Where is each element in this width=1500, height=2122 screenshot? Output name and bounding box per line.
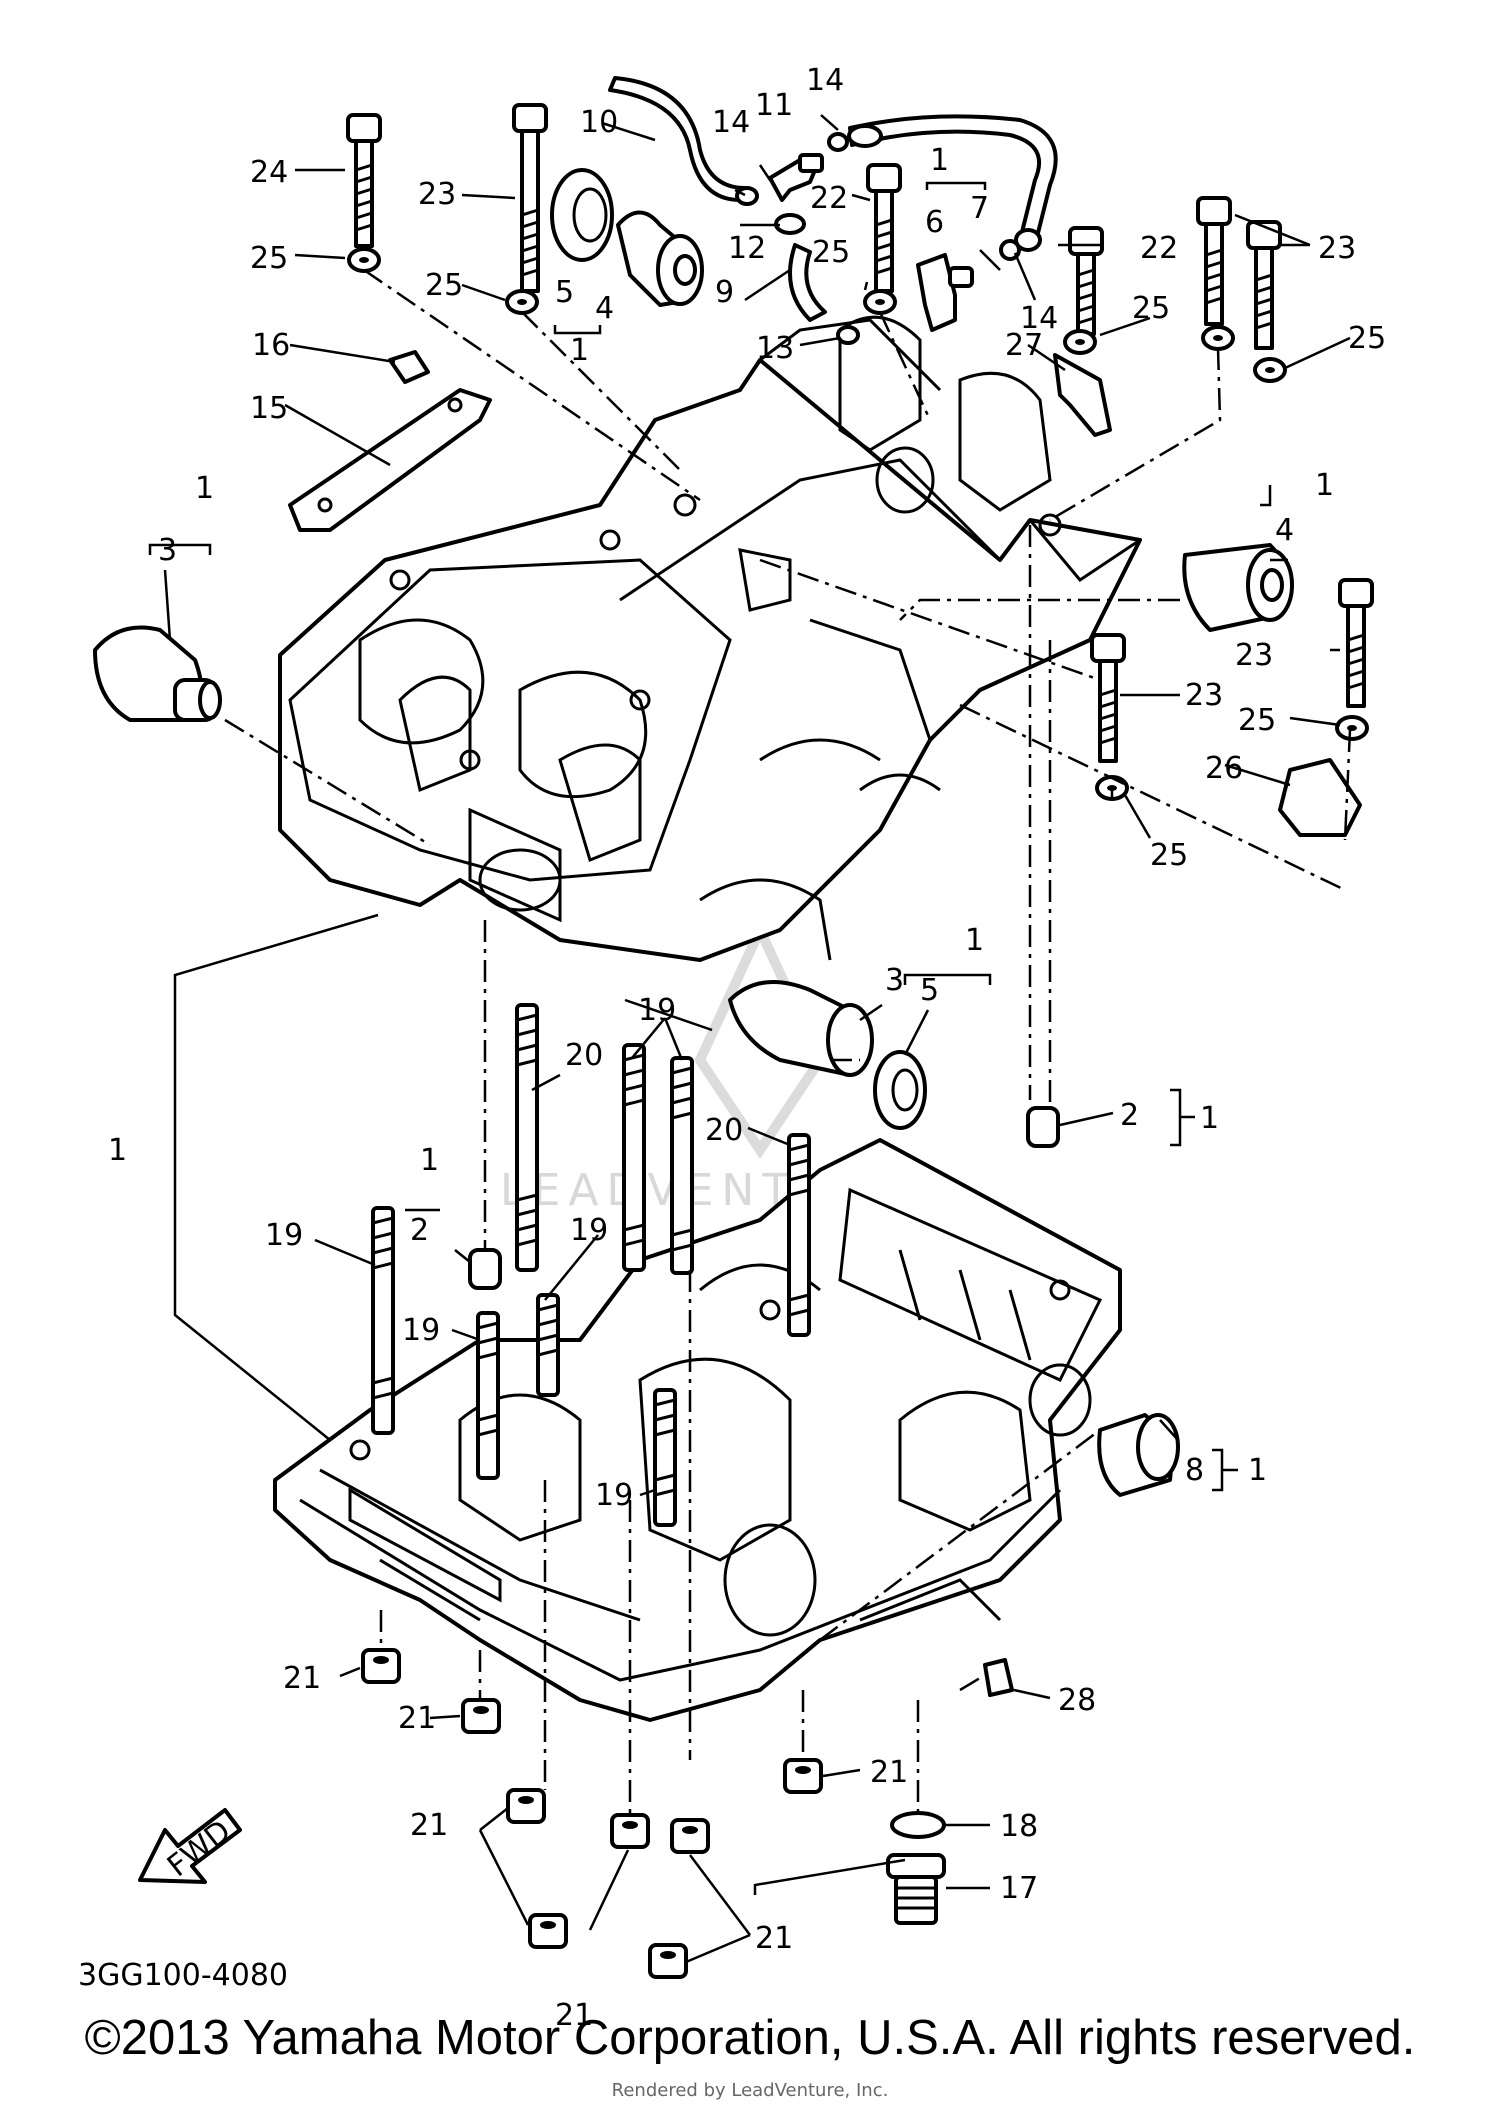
label-19: 19 [638, 993, 676, 1028]
label-21: 21 [755, 1921, 793, 1956]
label-21: 21 [870, 1755, 908, 1790]
label-25: 25 [1238, 703, 1276, 738]
upper-crankcase [278, 315, 1142, 962]
label-2: 2 [1120, 1098, 1139, 1133]
label-20: 20 [705, 1113, 743, 1148]
label-14: 14 [806, 63, 844, 98]
label-25: 25 [1132, 291, 1170, 326]
label-6: 6 [925, 205, 944, 240]
drain-plug-17 [886, 1853, 946, 1925]
stud-19-pair-a [622, 1043, 646, 1272]
label-25: 25 [425, 268, 463, 303]
label-10: 10 [580, 105, 618, 140]
label-26: 26 [1205, 751, 1243, 786]
label-19: 19 [402, 1313, 440, 1348]
label-19: 19 [265, 1218, 303, 1253]
label-1: 1 [965, 923, 984, 958]
label-1: 1 [1315, 468, 1334, 503]
label-27: 27 [1005, 328, 1043, 363]
label-1: 1 [420, 1143, 439, 1178]
fwd-arrow: FWD [138, 1808, 242, 1884]
label-2: 2 [410, 1213, 429, 1248]
stud-20-right [787, 1133, 811, 1337]
rendered-by-note: Rendered by LeadVenture, Inc. [611, 2080, 889, 2101]
label-3: 3 [885, 963, 904, 998]
copyright-footer: ©2013 Yamaha Motor Corporation, U.S.A. A… [84, 2011, 1416, 2065]
label-3: 3 [158, 533, 177, 568]
dowel-2-right [1026, 1106, 1060, 1148]
label-25: 25 [250, 241, 288, 276]
label-22: 22 [810, 181, 848, 216]
label-28: 28 [1058, 1683, 1096, 1718]
label-4: 4 [595, 291, 614, 326]
label-23: 23 [1318, 231, 1356, 266]
label-1: 1 [195, 471, 214, 506]
label-18: 18 [1000, 1809, 1038, 1844]
bolt-22-center [866, 163, 902, 293]
stud-19-inner [476, 1311, 500, 1480]
label-25: 25 [1150, 838, 1188, 873]
label-21: 21 [283, 1661, 321, 1696]
label-21: 21 [398, 1701, 436, 1736]
label-16: 16 [252, 328, 290, 363]
bolt-23-top [512, 103, 548, 293]
label-14: 14 [1020, 301, 1058, 336]
label-25: 25 [1348, 321, 1386, 356]
assembly-bracket [173, 913, 379, 1441]
stud-20-left [515, 1003, 539, 1272]
label-1: 1 [930, 143, 949, 178]
gasket-18 [890, 1811, 946, 1839]
bolt-24 [346, 113, 382, 248]
lower-crankcase [273, 1138, 1122, 1722]
stud-19-left [371, 1206, 395, 1435]
label-1: 1 [1248, 1453, 1267, 1488]
label-9: 9 [715, 275, 734, 310]
label-1: 1 [1200, 1101, 1219, 1136]
label-23: 23 [1235, 638, 1273, 673]
label-19: 19 [595, 1478, 633, 1513]
label-24: 24 [250, 155, 288, 190]
label-13: 13 [756, 331, 794, 366]
label-14: 14 [712, 105, 750, 140]
stud-19-mid [536, 1293, 560, 1397]
nuts-21 [361, 1648, 823, 1979]
label-21: 21 [555, 1998, 593, 2033]
label-25: 25 [812, 235, 850, 270]
label-5: 5 [920, 973, 939, 1008]
bolt-23-right-b [1246, 220, 1282, 350]
callout-labels: 24 23 25 25 5 4 1 10 14 11 14 12 9 13 22… [108, 63, 1386, 2033]
bolt-22-right [1068, 226, 1104, 336]
bearings-seals [93, 168, 1294, 1497]
label-22: 22 [1140, 231, 1178, 266]
label-7: 7 [970, 191, 989, 226]
label-15: 15 [250, 391, 288, 426]
stud-19-low [653, 1388, 677, 1527]
label-21: 21 [410, 1808, 448, 1843]
label-20: 20 [565, 1038, 603, 1073]
stud-19-pair-b [670, 1056, 694, 1275]
label-19: 19 [570, 1213, 608, 1248]
label-23: 23 [418, 177, 456, 212]
label-5: 5 [555, 275, 574, 310]
assembly-lines [224, 268, 1352, 1820]
label-11: 11 [755, 88, 793, 123]
label-8: 8 [1185, 1453, 1204, 1488]
hoses [608, 76, 1058, 345]
label-1: 1 [108, 1133, 127, 1168]
bolt-23-center-right [1090, 633, 1126, 763]
brackets [288, 350, 1362, 1697]
dowel-2-left [468, 1248, 502, 1290]
leaders [148, 114, 1351, 1964]
label-23: 23 [1185, 678, 1223, 713]
label-4: 4 [1275, 513, 1294, 548]
bolts [346, 103, 1374, 1527]
diagram-code: 3GG100-4080 [78, 1958, 288, 1993]
label-12: 12 [728, 231, 766, 266]
label-1: 1 [570, 333, 589, 368]
bolt-23-right-a [1196, 196, 1232, 326]
bolt-23-mid-right [1338, 578, 1374, 708]
label-17: 17 [1000, 1871, 1038, 1906]
